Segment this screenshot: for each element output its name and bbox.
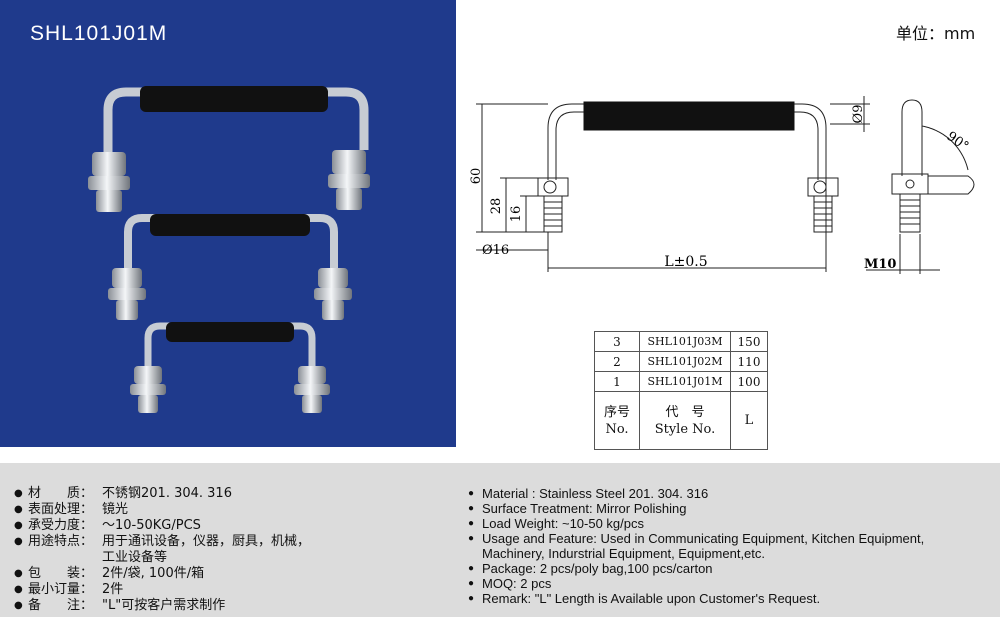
dim-thread-m10: M10 — [864, 257, 896, 272]
dim-diameter-9: Ø9 — [851, 105, 866, 124]
front-view-grip — [583, 101, 795, 131]
unit-label: 单位：mm — [896, 24, 976, 43]
dim-length-L: L±0.5 — [664, 254, 707, 270]
list-item-continuation: Machinery, Indurstrial Equipment, Equipm… — [482, 546, 766, 561]
handle-medium-photo — [108, 214, 352, 320]
list-item: Surface Treatment: Mirror Polishing — [468, 501, 924, 516]
specs-chinese-list: 材 质：不锈钢201. 304. 316 表面处理：镜光 承受力度：～10-50… — [14, 486, 310, 614]
model-title: SHL101J01M — [30, 22, 168, 45]
table-row: 3 SHL101J03M 150 — [594, 331, 768, 352]
handle-small-photo — [130, 322, 330, 413]
technical-drawing: 60 28 16 Ø16 L±0.5 Ø9 90° M10 — [469, 96, 975, 274]
size-table: 3 SHL101J03M 150 2 SHL101J02M 110 1 SHL1… — [594, 331, 768, 450]
header-code-en: Style No. — [654, 421, 716, 437]
product-photo-panel: SHL101J01M — [0, 0, 456, 447]
list-item: 承受力度：～10-50KG/PCS — [14, 518, 310, 534]
dim-angle-90: 90° — [944, 129, 971, 155]
list-item: Remark: "L" Length is Available upon Cus… — [468, 591, 924, 606]
list-item: Load Weight: ~10-50 kg/pcs — [468, 516, 924, 531]
list-item: Usage and Feature: Used in Communicating… — [468, 531, 924, 546]
table-row: 2 SHL101J02M 110 — [594, 351, 768, 372]
header-L: L — [730, 391, 768, 450]
list-item: 材 质：不锈钢201. 304. 316 — [14, 486, 310, 502]
list-item: Material : Stainless Steel 201. 304. 316 — [468, 486, 924, 501]
table-header-row: 序号 No. 代 号 Style No. L — [594, 391, 768, 450]
dim-height-28: 28 — [489, 198, 504, 215]
list-item: 用途特点：用于通讯设备，仪器，厨具，机械， — [14, 534, 310, 550]
dim-height-16: 16 — [509, 206, 524, 223]
table-row: 1 SHL101J01M 100 — [594, 371, 768, 392]
list-item: 最小订量：2件 — [14, 582, 310, 598]
list-item: 表面处理：镜光 — [14, 502, 310, 518]
side-view-handle — [901, 99, 923, 176]
header-code-cn: 代 号 — [665, 404, 705, 420]
handle-photo-illustration — [88, 86, 370, 413]
list-item-continuation: 工业设备等 — [102, 550, 168, 565]
list-item: Package: 2 pcs/poly bag,100 pcs/carton — [468, 561, 924, 576]
specs-english-list: Material : Stainless Steel 201. 304. 316… — [468, 486, 924, 606]
list-item: MOQ: 2 pcs — [468, 576, 924, 591]
dim-diameter-16: Ø16 — [482, 243, 509, 258]
list-item: 包 装：2件/袋, 100件/箱 — [14, 566, 310, 582]
handle-large-photo — [88, 86, 370, 212]
list-item: 备 注："L"可按客户需求制作 — [14, 598, 310, 614]
dim-height-60: 60 — [469, 168, 484, 185]
spec-info-band: 材 质：不锈钢201. 304. 316 表面处理：镜光 承受力度：～10-50… — [0, 463, 1000, 617]
header-no-en: No. — [605, 421, 629, 437]
header-no-cn: 序号 — [603, 404, 630, 420]
